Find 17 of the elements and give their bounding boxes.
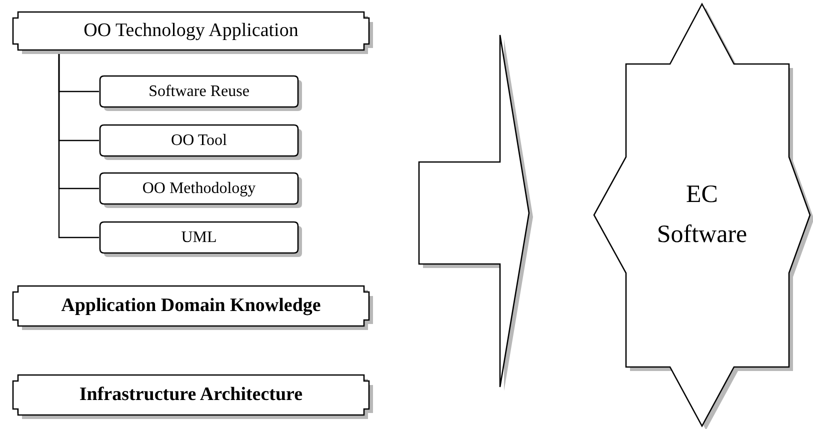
topic-box [99, 221, 299, 254]
node-label: OO Methodology [142, 178, 256, 199]
star-shape [593, 3, 811, 427]
category-box [10, 11, 372, 51]
node-label: UML [181, 228, 217, 248]
node-label: OO Technology Application [84, 18, 298, 43]
node-label: Application Domain Knowledge [61, 294, 321, 318]
node-label: Software Reuse [148, 82, 250, 102]
topic-box [99, 75, 299, 108]
node-label: OO Tool [171, 130, 227, 151]
block-arrow [418, 34, 530, 388]
category-box [10, 285, 372, 327]
node-label: Infrastructure Architecture [79, 382, 303, 407]
node-label: EC Software [656, 180, 748, 250]
topic-box [99, 172, 299, 205]
topic-box [99, 124, 299, 157]
category-box [10, 374, 372, 416]
